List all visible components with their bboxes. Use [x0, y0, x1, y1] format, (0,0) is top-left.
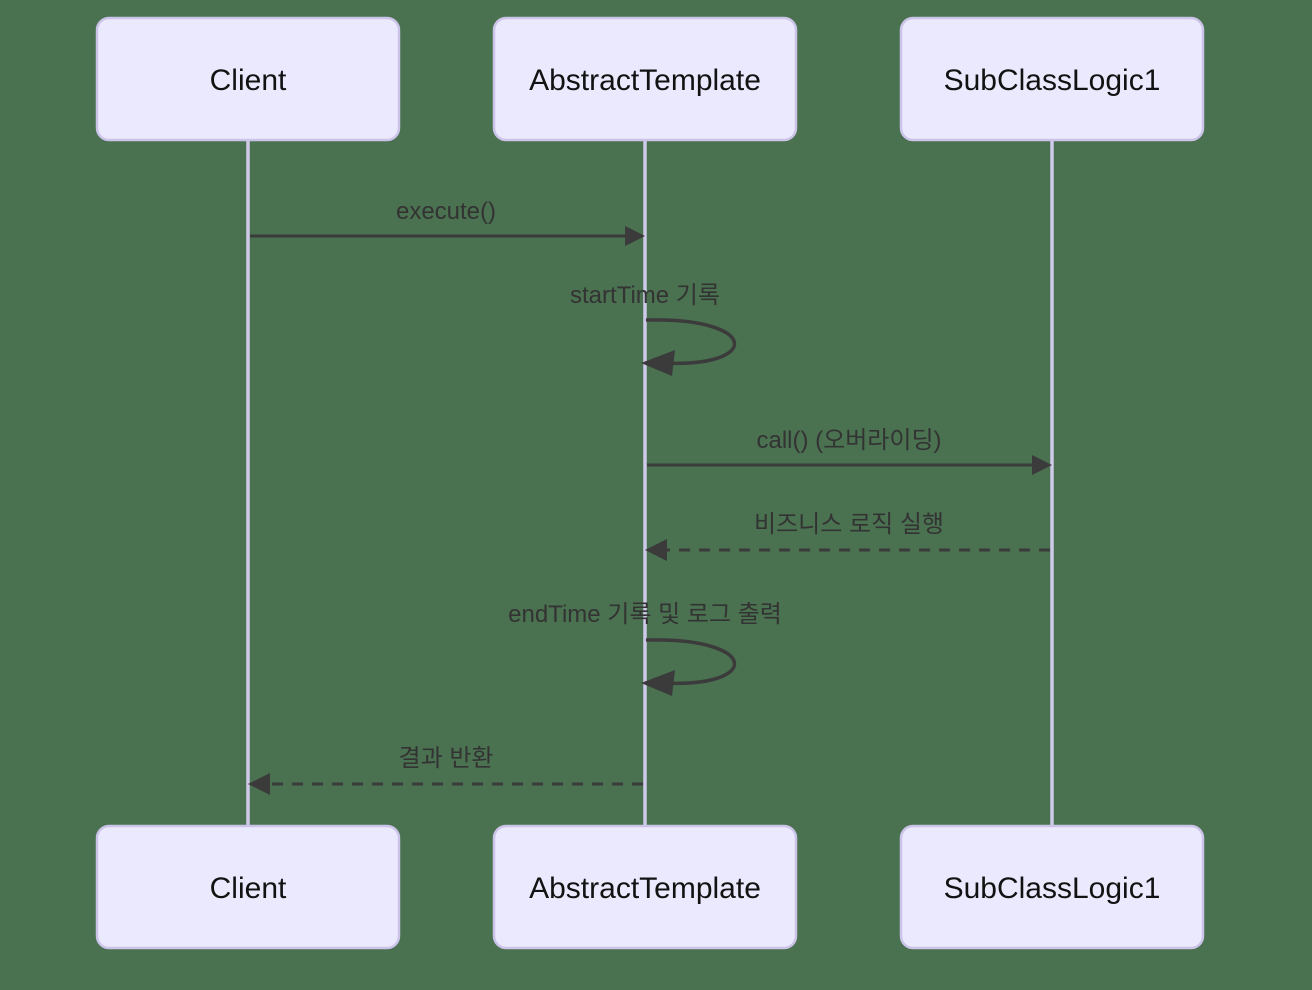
- message-label-start-time-record: startTime 기록: [570, 282, 720, 309]
- arrowhead-end-time-record-log: [641, 670, 675, 696]
- message-end-time-record-log[interactable]: endTime 기록 및 로그 출력: [508, 601, 782, 696]
- participant-label-subclass-logic1-bottom: SubClassLogic1: [944, 872, 1161, 905]
- participant-header-client[interactable]: Client: [95, 16, 401, 142]
- participant-label-client-bottom: Client: [210, 872, 287, 905]
- message-business-logic-execute[interactable]: 비즈니스 로직 실행: [645, 511, 1050, 561]
- participant-box-subclass-logic1-top[interactable]: [899, 16, 1205, 142]
- participant-box-client-bottom[interactable]: [95, 824, 401, 950]
- participant-footer-subclass-logic1[interactable]: SubClassLogic1: [899, 824, 1205, 950]
- arrowhead-start-time-record: [641, 350, 675, 376]
- arrowhead-result-return: [248, 773, 270, 795]
- message-start-time-record[interactable]: startTime 기록: [570, 282, 737, 376]
- message-label-execute: execute(): [396, 198, 496, 225]
- message-result-return[interactable]: 결과 반환: [248, 745, 643, 795]
- message-label-result-return: 결과 반환: [399, 745, 494, 772]
- message-loop-start-time-record: [645, 318, 737, 366]
- participant-footer-client[interactable]: Client: [95, 824, 401, 950]
- participant-box-subclass-logic1-bottom[interactable]: [899, 824, 1205, 950]
- participant-box-abstract-template-top[interactable]: [492, 16, 798, 142]
- message-label-end-time-record-log: endTime 기록 및 로그 출력: [508, 601, 782, 628]
- participant-box-abstract-template-bottom[interactable]: [492, 824, 798, 950]
- participant-header-abstract-template[interactable]: AbstractTemplate: [492, 16, 798, 142]
- participant-label-abstract-template-top: AbstractTemplate: [529, 64, 761, 97]
- participant-label-subclass-logic1-top: SubClassLogic1: [944, 64, 1161, 97]
- message-label-business-logic-execute: 비즈니스 로직 실행: [754, 511, 944, 538]
- participant-footer-abstract-template[interactable]: AbstractTemplate: [492, 824, 798, 950]
- arrowhead-execute: [625, 226, 645, 246]
- participant-header-subclass-logic1[interactable]: SubClassLogic1: [899, 16, 1205, 142]
- arrowhead-business-logic-execute: [645, 539, 667, 561]
- participant-label-client-top: Client: [210, 64, 287, 97]
- arrowhead-call-override: [1032, 455, 1052, 475]
- message-loop-end-time-record-log: [645, 638, 737, 686]
- message-label-call-override: call() (오버라이딩): [756, 427, 941, 454]
- message-execute[interactable]: execute(): [250, 198, 645, 246]
- lifelines-group: [246, 140, 1054, 830]
- participant-label-abstract-template-bottom: AbstractTemplate: [529, 872, 761, 905]
- participant-box-client-top[interactable]: [95, 16, 401, 142]
- message-call-override[interactable]: call() (오버라이딩): [647, 427, 1052, 475]
